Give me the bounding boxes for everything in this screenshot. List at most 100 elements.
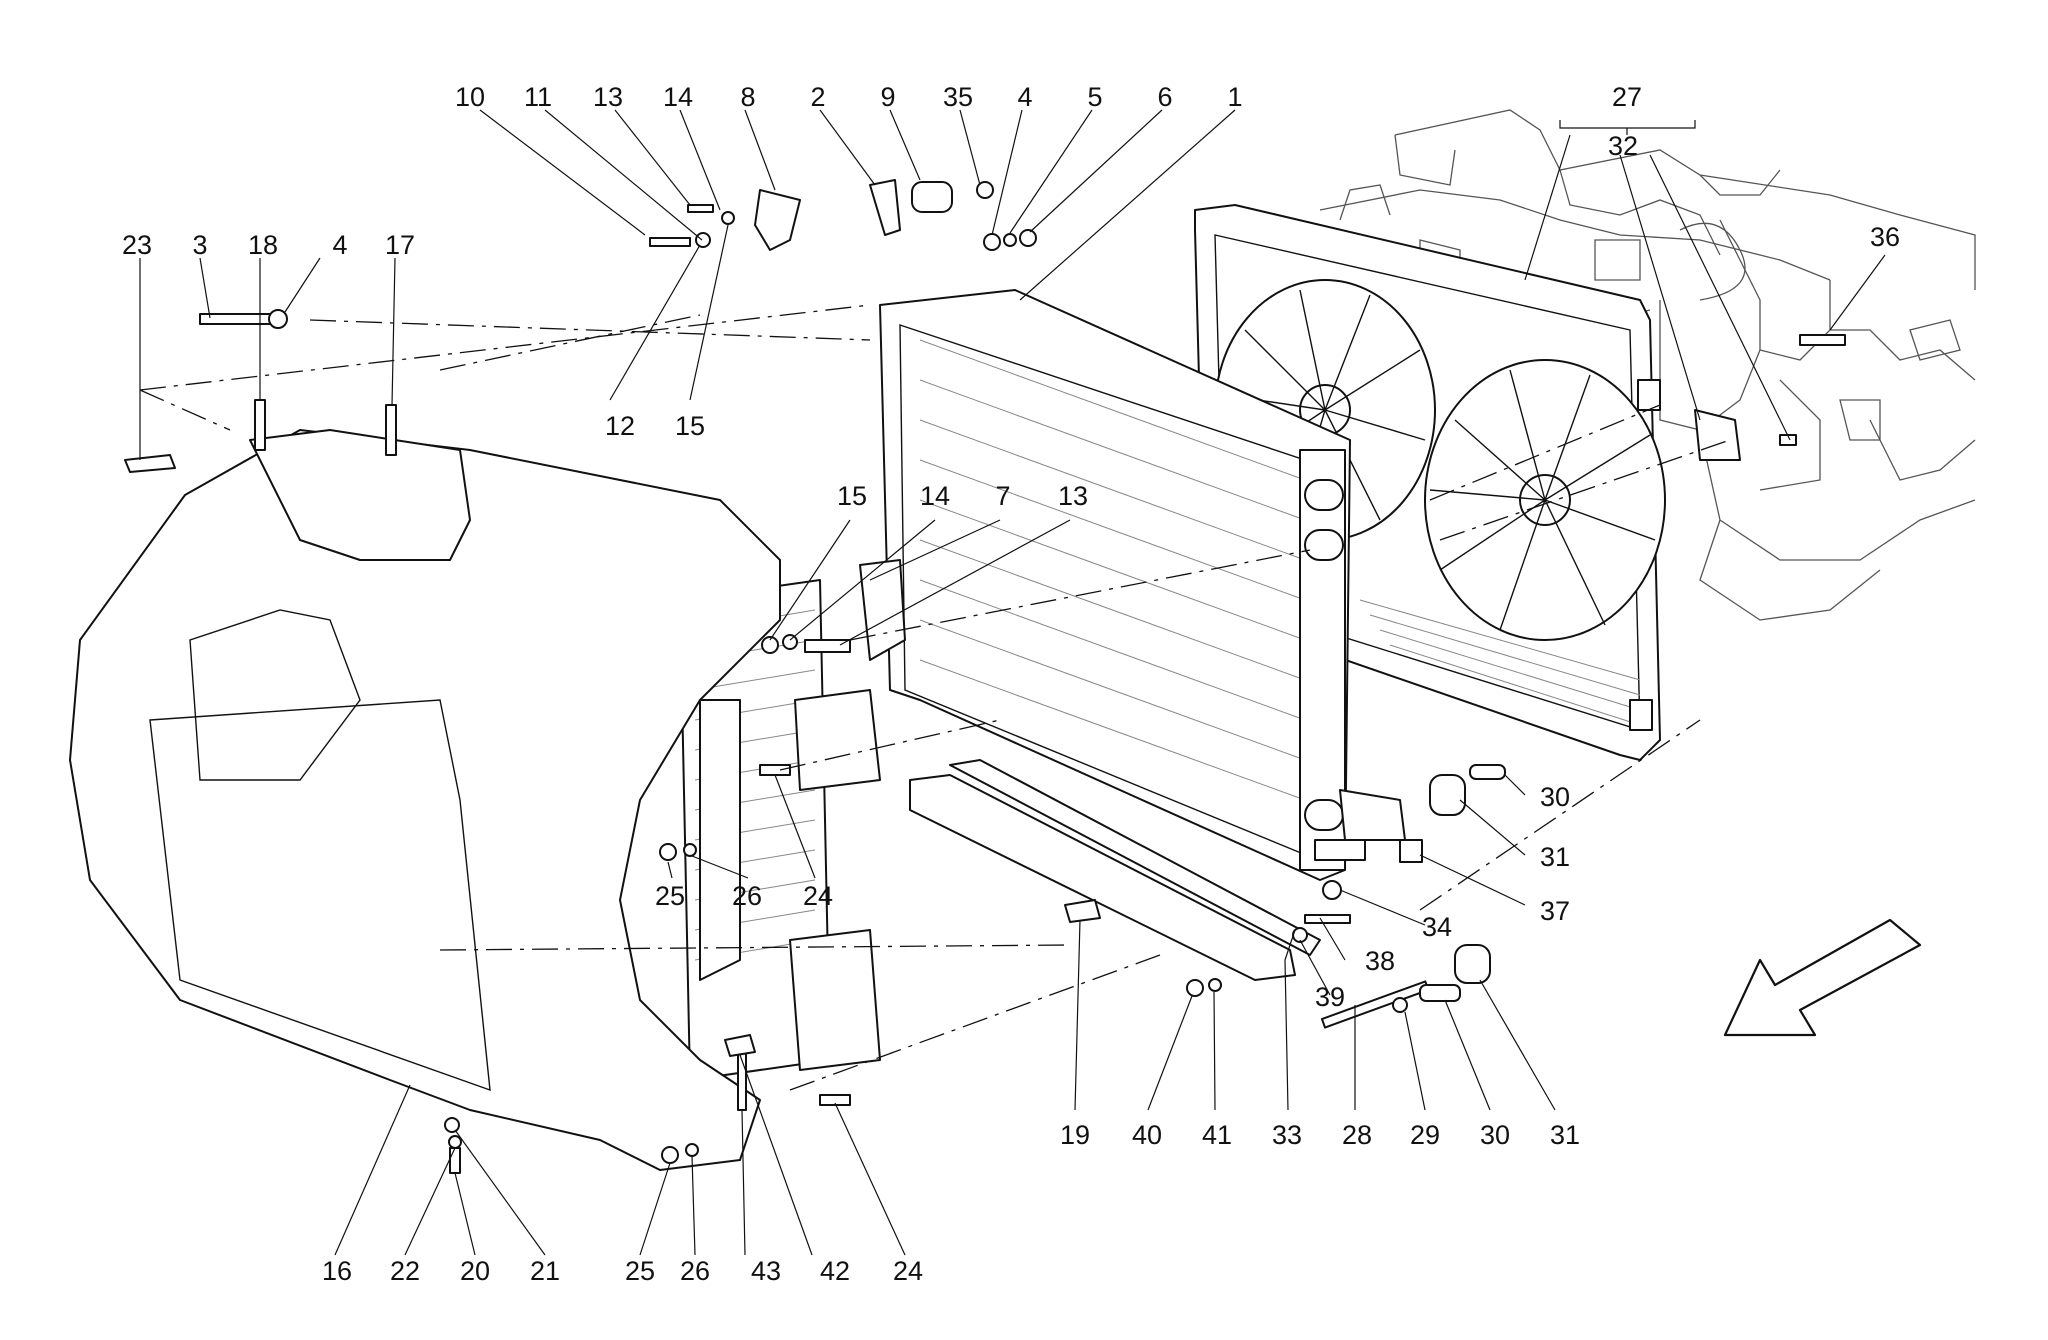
callout-34: 34: [1422, 912, 1452, 942]
nut-34: [1322, 880, 1342, 900]
callout-13: 13: [593, 82, 623, 112]
callout-3: 3: [192, 230, 207, 260]
callout-42: 42: [820, 1256, 850, 1286]
bracket-7: [859, 559, 906, 661]
mount-32: [1694, 409, 1741, 461]
washer-14-lower: [782, 634, 798, 650]
callout-36: 36: [1870, 222, 1900, 252]
hardware: [124, 179, 1846, 1174]
screw-36: [1799, 334, 1846, 346]
washer-22: [448, 1135, 462, 1149]
washer-29: [1392, 997, 1408, 1013]
washer-5: [1003, 233, 1017, 247]
nut-40: [1186, 979, 1204, 997]
clip-19: [1064, 899, 1101, 923]
bracket-2: [869, 179, 901, 236]
callout-6: 6: [1157, 82, 1172, 112]
callout-32: 32: [1608, 131, 1638, 161]
callout-29: 29: [1410, 1120, 1440, 1150]
nut-25-lower: [661, 1146, 679, 1164]
sleeve-30-upper: [1469, 764, 1506, 780]
bushing-31-lower: [1454, 944, 1491, 984]
forward-direction-arrow-icon: [1723, 918, 1922, 1037]
leader-lines: [139, 109, 1886, 1256]
callout-28: 28: [1342, 1120, 1372, 1150]
stud-17: [385, 404, 397, 456]
bracket-8: [754, 189, 801, 251]
callout-13-mid: 13: [1058, 481, 1088, 511]
callout-26-upper: 26: [732, 881, 762, 911]
callout-41: 41: [1202, 1120, 1232, 1150]
fan-louvres: [1359, 599, 1641, 726]
callout-26-lower: 26: [680, 1256, 710, 1286]
washer-4: [983, 233, 1001, 251]
bolt-10: [649, 237, 691, 247]
callout-43: 43: [751, 1256, 781, 1286]
washer-14: [721, 211, 735, 225]
callout-18: 18: [248, 230, 278, 260]
callout-30-lower: 30: [1480, 1120, 1510, 1150]
fan-blades-right: [1429, 369, 1656, 631]
callout-2: 2: [810, 82, 825, 112]
washer-26-upper: [683, 843, 697, 857]
sleeve-30-lower: [1419, 984, 1461, 1002]
callout-27: 27: [1612, 82, 1642, 112]
callout-7: 7: [995, 481, 1010, 511]
air-duct-shroud: [69, 429, 781, 1171]
callout-1: 1: [1227, 82, 1242, 112]
callout-20: 20: [460, 1256, 490, 1286]
callout-12: 12: [605, 411, 635, 441]
callout-39: 39: [1315, 982, 1345, 1012]
callout-24-lower: 24: [893, 1256, 923, 1286]
washer-41: [1208, 978, 1222, 992]
callout-22: 22: [390, 1256, 420, 1286]
callout-15-top: 15: [675, 411, 705, 441]
callout-15-mid: 15: [837, 481, 867, 511]
callout-33: 33: [1272, 1120, 1302, 1150]
washer-4-top: [268, 309, 288, 329]
callout-37: 37: [1540, 896, 1570, 926]
screw-23: [124, 454, 176, 473]
callout-10: 10: [455, 82, 485, 112]
rubber-mount-9: [911, 181, 953, 213]
stud-18: [254, 399, 266, 451]
nut-35: [976, 181, 994, 199]
callout-4: 4: [1017, 82, 1032, 112]
callout-21: 21: [530, 1256, 560, 1286]
radiator: [879, 289, 1406, 881]
callout-24-upper: 24: [803, 881, 833, 911]
bushing-rubber: [1314, 839, 1366, 861]
callout-31-upper: 31: [1540, 842, 1570, 872]
callout-14-mid: 14: [920, 481, 950, 511]
callout-35: 35: [943, 82, 973, 112]
nut-25-upper: [659, 843, 677, 861]
radiator-core-fins: [919, 339, 1306, 801]
bolt-13-lower: [804, 639, 851, 653]
callout-9: 9: [880, 82, 895, 112]
callout-40: 40: [1132, 1120, 1162, 1150]
callout-16: 16: [322, 1256, 352, 1286]
clip-42: [724, 1034, 756, 1057]
bushing-31-upper: [1429, 774, 1466, 816]
callout-23: 23: [122, 230, 152, 260]
assembly-lines: [139, 304, 1731, 1091]
screw-24-lower: [819, 1094, 851, 1106]
callout-5: 5: [1087, 82, 1102, 112]
callout-25-upper: 25: [655, 881, 685, 911]
bolt-20: [449, 1147, 461, 1174]
callout-30-upper: 30: [1540, 782, 1570, 812]
washer-26-lower: [685, 1143, 699, 1157]
washer-11: [695, 232, 711, 248]
nut-6: [1019, 229, 1037, 247]
callout-14: 14: [663, 82, 693, 112]
callout-17: 17: [385, 230, 415, 260]
callout-38: 38: [1365, 946, 1395, 976]
washer-15: [761, 636, 779, 654]
callout-31-lower: 31: [1550, 1120, 1580, 1150]
clip-37: [1399, 839, 1423, 863]
bolt-13: [687, 204, 714, 213]
callout-11: 11: [524, 82, 552, 112]
callout-8: 8: [740, 82, 755, 112]
screw-24-upper: [759, 764, 791, 776]
bolt-38: [1304, 914, 1351, 924]
